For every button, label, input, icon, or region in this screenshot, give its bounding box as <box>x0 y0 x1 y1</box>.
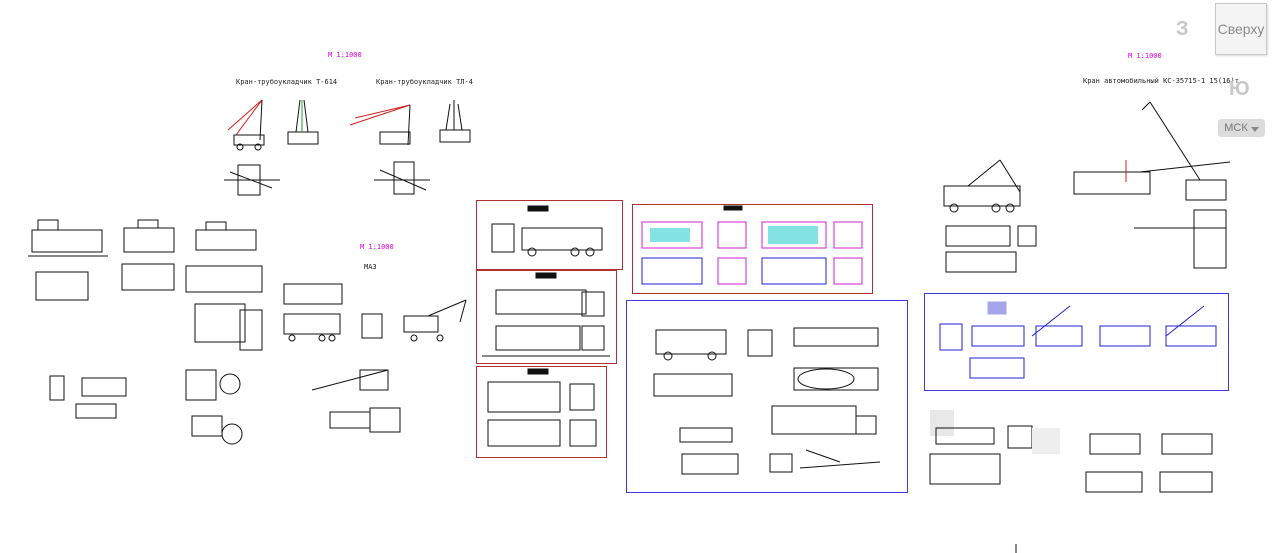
asphalt-paver-icon <box>28 219 263 301</box>
compass-south-letter[interactable]: Ю <box>1229 78 1250 100</box>
label-crane-tl4: Кран-трубоукладчик ТЛ-4 <box>376 78 473 86</box>
pipelayer-t614-top-icon <box>224 164 280 196</box>
tanker-truck-icon <box>482 272 610 447</box>
frame-dump-trucks <box>924 293 1229 391</box>
viewcube-top-face[interactable]: Сверху <box>1215 3 1267 55</box>
frame-tanker-2 <box>476 366 607 458</box>
truck-crane-icon <box>1073 101 1231 269</box>
colored-truck-plans-icon <box>641 205 863 285</box>
vehicle-set-icon <box>653 327 881 475</box>
viewcube-face-label: Сверху <box>1217 21 1265 37</box>
frame-concrete-mixer <box>476 200 623 270</box>
ucs-dropdown[interactable]: МСК <box>1218 119 1265 137</box>
small-vehicles-icon <box>49 369 401 445</box>
scale-label-right: М 1:1000 <box>1128 52 1162 60</box>
motor-grader-top-icon <box>194 303 263 351</box>
pipelayer-t614-side-icon <box>227 99 265 151</box>
pipelayer-tl4-top-icon <box>374 161 430 195</box>
dump-truck-icon <box>943 159 1037 273</box>
label-truck-crane: Кран автомобильный КС-35715-1 15(16)т <box>1083 77 1239 85</box>
frame-tanker <box>476 270 617 364</box>
compass-north-letter[interactable]: З <box>1176 18 1189 40</box>
mixed-trucks-icon <box>929 410 1213 493</box>
truck-side-top-icon <box>283 283 467 342</box>
label-maz: МАЗ <box>364 263 377 271</box>
concrete-mixer-icon <box>491 205 603 257</box>
pipelayer-tl4-front-icon <box>439 100 471 143</box>
ucs-dropdown-label: МСК <box>1224 122 1248 134</box>
frame-colored-trucks <box>632 204 873 294</box>
frame-vehicle-set <box>626 300 908 493</box>
pipelayer-tl4-side-icon <box>349 104 411 146</box>
chevron-down-icon <box>1250 126 1259 132</box>
scale-label-middle: М 1:1000 <box>360 243 394 251</box>
scale-label-left: М 1:1000 <box>328 51 362 59</box>
label-crane-t614: Кран-трубоукладчик Т-614 <box>236 78 338 86</box>
dump-trucks-row-icon <box>939 301 1217 379</box>
pipelayer-t614-front-icon <box>287 99 319 145</box>
